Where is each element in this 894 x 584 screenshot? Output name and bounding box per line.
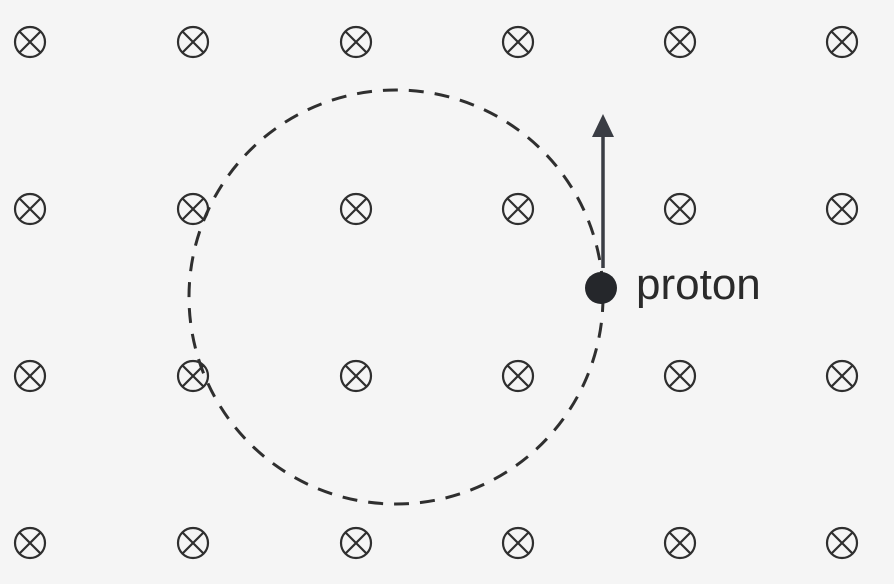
- proton-label: proton: [636, 260, 761, 309]
- field-into-page-icon: [501, 192, 535, 226]
- circular-trajectory: [187, 88, 605, 506]
- field-into-page-icon: [176, 359, 210, 393]
- field-into-page-icon: [13, 359, 47, 393]
- field-into-page-icon: [663, 25, 697, 59]
- field-into-page-icon: [339, 25, 373, 59]
- field-into-page-icon: [825, 359, 859, 393]
- magnetic-field-grid: [13, 25, 859, 560]
- field-into-page-icon: [663, 526, 697, 560]
- field-into-page-icon: [825, 192, 859, 226]
- field-into-page-icon: [13, 25, 47, 59]
- velocity-arrowhead-icon: [592, 114, 614, 137]
- field-into-page-icon: [825, 526, 859, 560]
- field-into-page-icon: [663, 192, 697, 226]
- field-into-page-icon: [176, 25, 210, 59]
- field-into-page-icon: [501, 359, 535, 393]
- field-into-page-icon: [339, 192, 373, 226]
- field-into-page-icon: [501, 25, 535, 59]
- field-into-page-icon: [501, 526, 535, 560]
- field-into-page-icon: [339, 526, 373, 560]
- field-into-page-icon: [825, 25, 859, 59]
- field-into-page-icon: [13, 526, 47, 560]
- proton-dot: [585, 272, 617, 304]
- field-into-page-icon: [339, 359, 373, 393]
- field-into-page-icon: [663, 359, 697, 393]
- field-into-page-icon: [13, 192, 47, 226]
- field-into-page-icon: [176, 526, 210, 560]
